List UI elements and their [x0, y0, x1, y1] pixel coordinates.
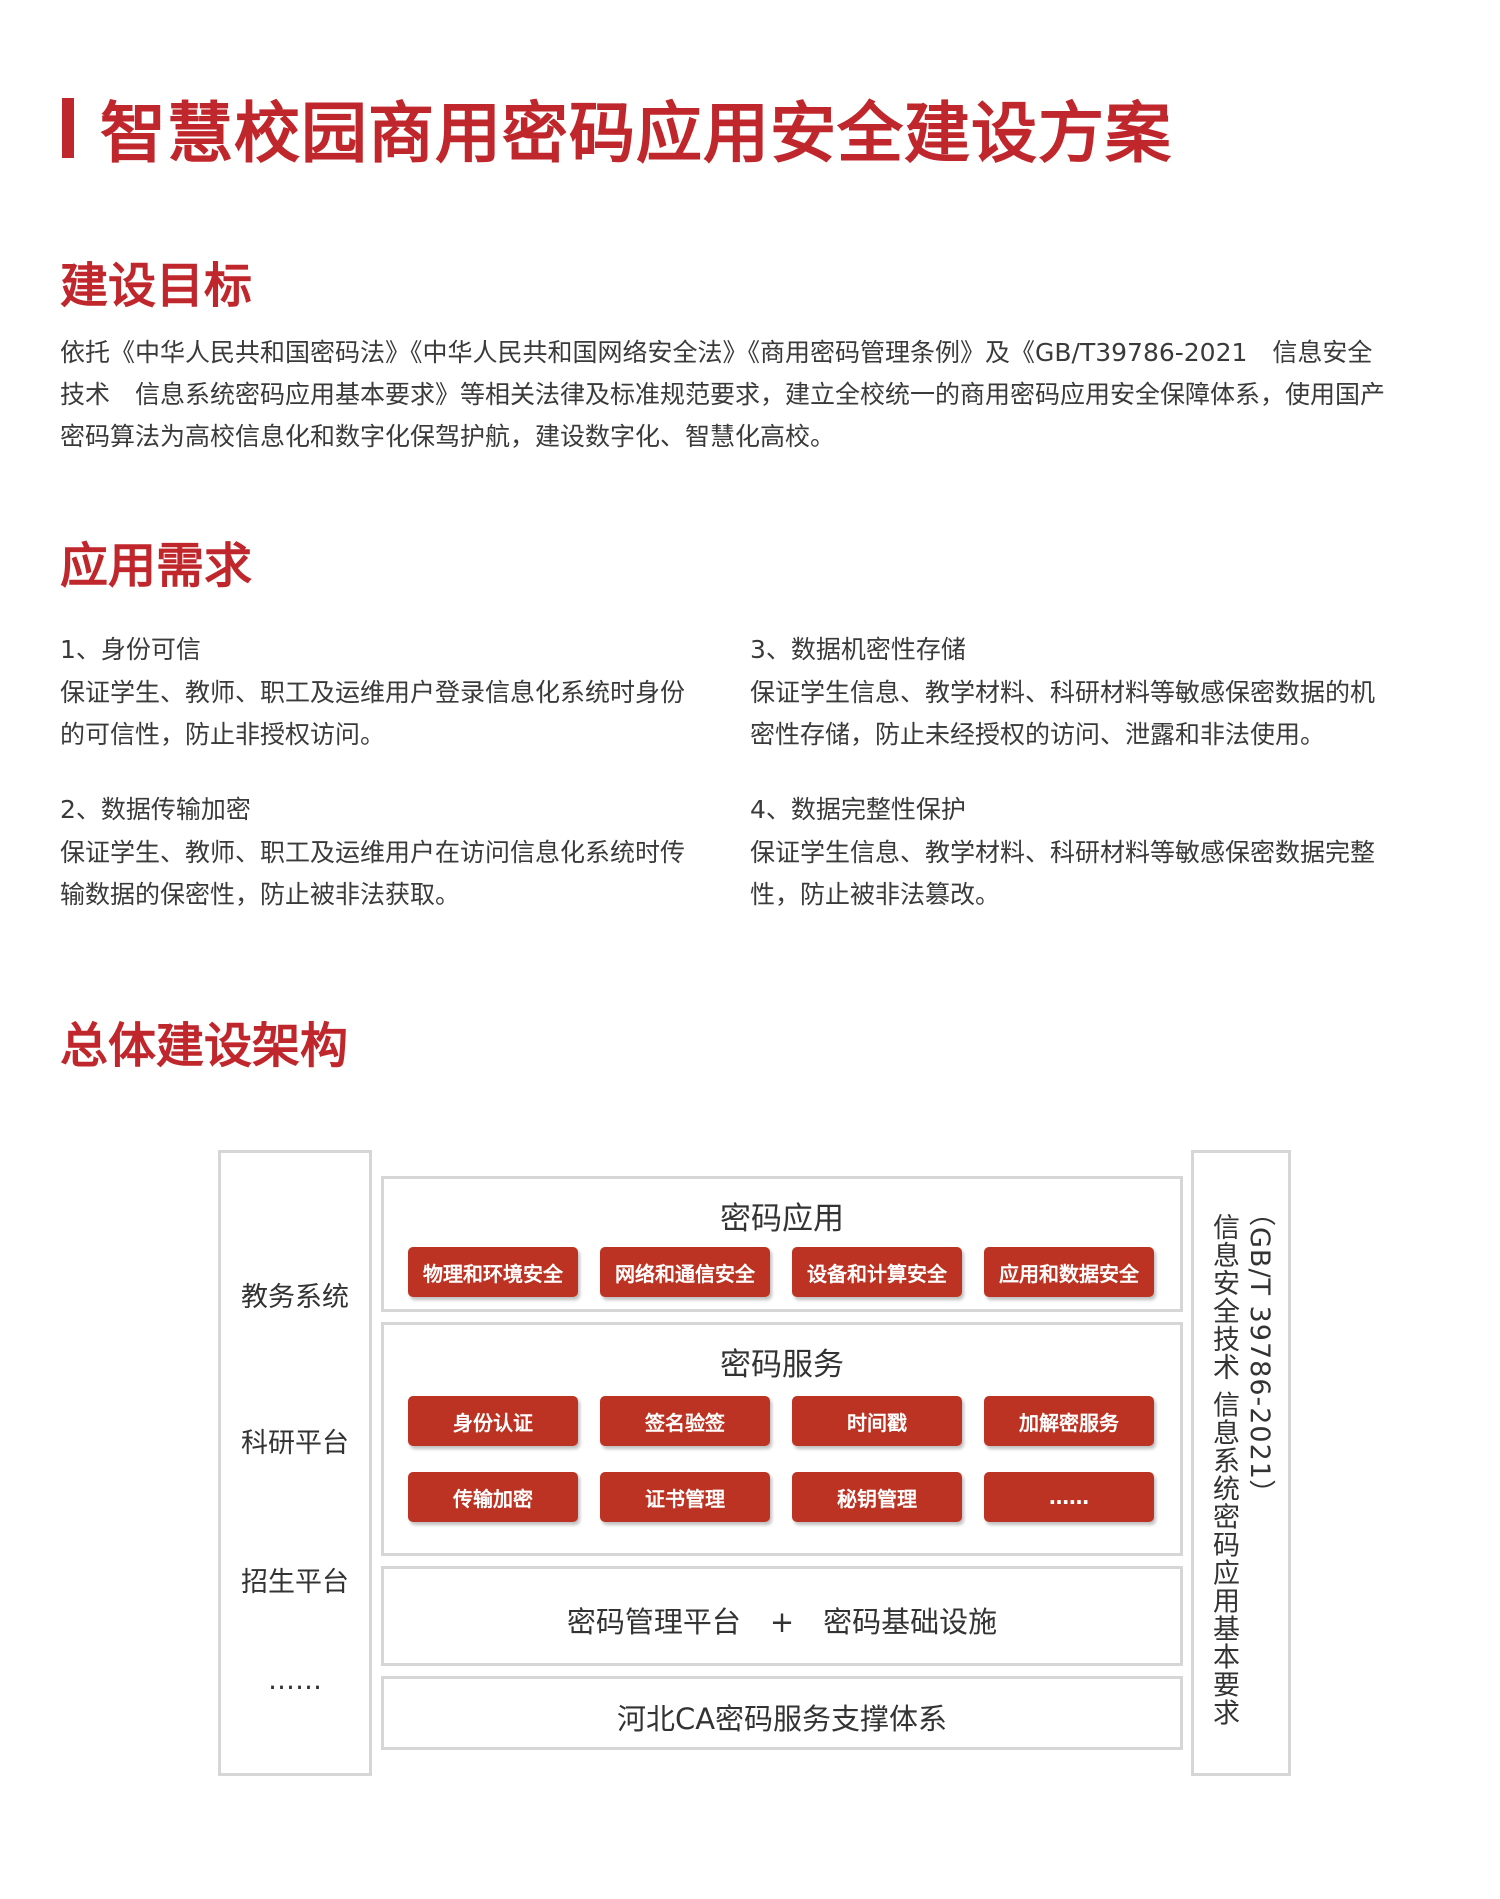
need-item-transmission: 2、数据传输加密 保证学生、教师、职工及运维用户在访问信息化系统时传 输数据的保… [60, 790, 710, 916]
layer-label: 密码管理平台 + 密码基础设施 [566, 1605, 998, 1639]
tag-application-data-security: 应用和数据安全 [984, 1247, 1154, 1297]
left-item-academic: 教务系统 [241, 1282, 349, 1313]
tag-certificate-management: 证书管理 [600, 1472, 770, 1522]
tag-device-computing-security: 设备和计算安全 [792, 1247, 962, 1297]
standard-code: （GB/T 39786-2021） [1244, 1199, 1275, 1508]
goal-line: 技术 信息系统密码应用基本要求》等相关法律及标准规范要求，建立全校统一的商用密码… [60, 380, 1386, 409]
goal-paragraph: 依托《中华人民共和国密码法》《中华人民共和国网络安全法》《商用密码管理条例》及《… [60, 332, 1440, 458]
tag-transmission-encryption: 传输加密 [408, 1472, 578, 1522]
section-heading-goal: 建设目标 [60, 258, 253, 314]
tag-identity-authentication: 身份认证 [408, 1396, 578, 1446]
layer-title: 密码应用 [720, 1201, 844, 1237]
layer-crypto-application: 密码应用 物理和环境安全 网络和通信安全 设备和计算安全 应用和数据安全 [381, 1176, 1183, 1312]
diagram-right-standard-box: 信息安全技术 信息系统密码应用基本要求 （GB/T 39786-2021） [1191, 1150, 1291, 1776]
standard-name: 信息安全技术 信息系统密码应用基本要求 [1208, 1213, 1239, 1727]
tag-physical-environment-security: 物理和环境安全 [408, 1247, 578, 1297]
need-description: 保证学生信息、教学材料、科研材料等敏感保密数据的机 密性存储，防止未经授权的访问… [750, 672, 1400, 756]
need-desc-line: 性，防止被非法篡改。 [750, 880, 1001, 909]
tag-more: …… [984, 1472, 1154, 1522]
goal-line: 依托《中华人民共和国密码法》《中华人民共和国网络安全法》《商用密码管理条例》及《… [60, 338, 1373, 367]
goal-line: 密码算法为高校信息化和数字化保驾护航，建设数字化、智慧化高校。 [60, 422, 836, 451]
tag-signature-verification: 签名验签 [600, 1396, 770, 1446]
tag-network-communication-security: 网络和通信安全 [600, 1247, 770, 1297]
need-description: 保证学生、教师、职工及运维用户在访问信息化系统时传 输数据的保密性，防止被非法获… [60, 832, 710, 916]
tag-key-management: 秘钥管理 [792, 1472, 962, 1522]
need-item-storage: 3、数据机密性存储 保证学生信息、教学材料、科研材料等敏感保密数据的机 密性存储… [750, 630, 1400, 756]
tag-timestamp: 时间戳 [792, 1396, 962, 1446]
need-item-integrity: 4、数据完整性保护 保证学生信息、教学材料、科研材料等敏感保密数据完整 性，防止… [750, 790, 1400, 916]
need-desc-line: 密性存储，防止未经授权的访问、泄露和非法使用。 [750, 720, 1326, 749]
need-title: 3、数据机密性存储 [750, 635, 966, 664]
need-title: 4、数据完整性保护 [750, 795, 966, 824]
need-desc-line: 保证学生、教师、职工及运维用户在访问信息化系统时传 [60, 838, 686, 867]
tag-encryption-service: 加解密服务 [984, 1396, 1154, 1446]
need-desc-line: 保证学生信息、教学材料、科研材料等敏感保密数据的机 [750, 678, 1376, 707]
title-accent-bar [62, 98, 74, 158]
diagram-left-systems-box: 教务系统 科研平台 招生平台 …… [218, 1150, 372, 1776]
layer-label: 河北CA密码服务支撑体系 [616, 1702, 948, 1736]
layer-support-system: 河北CA密码服务支撑体系 [381, 1676, 1183, 1750]
need-desc-line: 输数据的保密性，防止被非法获取。 [60, 880, 461, 909]
need-desc-line: 保证学生信息、教学材料、科研材料等敏感保密数据完整 [750, 838, 1376, 867]
left-item-admission: 招生平台 [241, 1567, 349, 1598]
need-description: 保证学生、教师、职工及运维用户登录信息化系统时身份 的可信性，防止非授权访问。 [60, 672, 710, 756]
layer-management-platform: 密码管理平台 + 密码基础设施 [381, 1566, 1183, 1666]
layer-title: 密码服务 [720, 1347, 844, 1383]
page-title-block: 智慧校园商用密码应用安全建设方案 [62, 88, 1172, 172]
need-title: 1、身份可信 [60, 635, 201, 664]
need-title: 2、数据传输加密 [60, 795, 251, 824]
section-heading-architecture: 总体建设架构 [60, 1018, 349, 1074]
left-item-more: …… [268, 1665, 322, 1696]
standard-vertical-text: 信息安全技术 信息系统密码应用基本要求 （GB/T 39786-2021） [1194, 1153, 1288, 1773]
need-item-identity: 1、身份可信 保证学生、教师、职工及运维用户登录信息化系统时身份 的可信性，防止… [60, 630, 710, 756]
need-desc-line: 保证学生、教师、职工及运维用户登录信息化系统时身份 [60, 678, 686, 707]
section-heading-needs: 应用需求 [60, 538, 253, 594]
layer-crypto-service: 密码服务 身份认证 签名验签 时间戳 加解密服务 传输加密 证书管理 秘钥管理 … [381, 1322, 1183, 1556]
need-description: 保证学生信息、教学材料、科研材料等敏感保密数据完整 性，防止被非法篡改。 [750, 832, 1400, 916]
left-item-research: 科研平台 [241, 1428, 349, 1459]
page-title: 智慧校园商用密码应用安全建设方案 [100, 95, 1172, 172]
need-desc-line: 的可信性，防止非授权访问。 [60, 720, 386, 749]
